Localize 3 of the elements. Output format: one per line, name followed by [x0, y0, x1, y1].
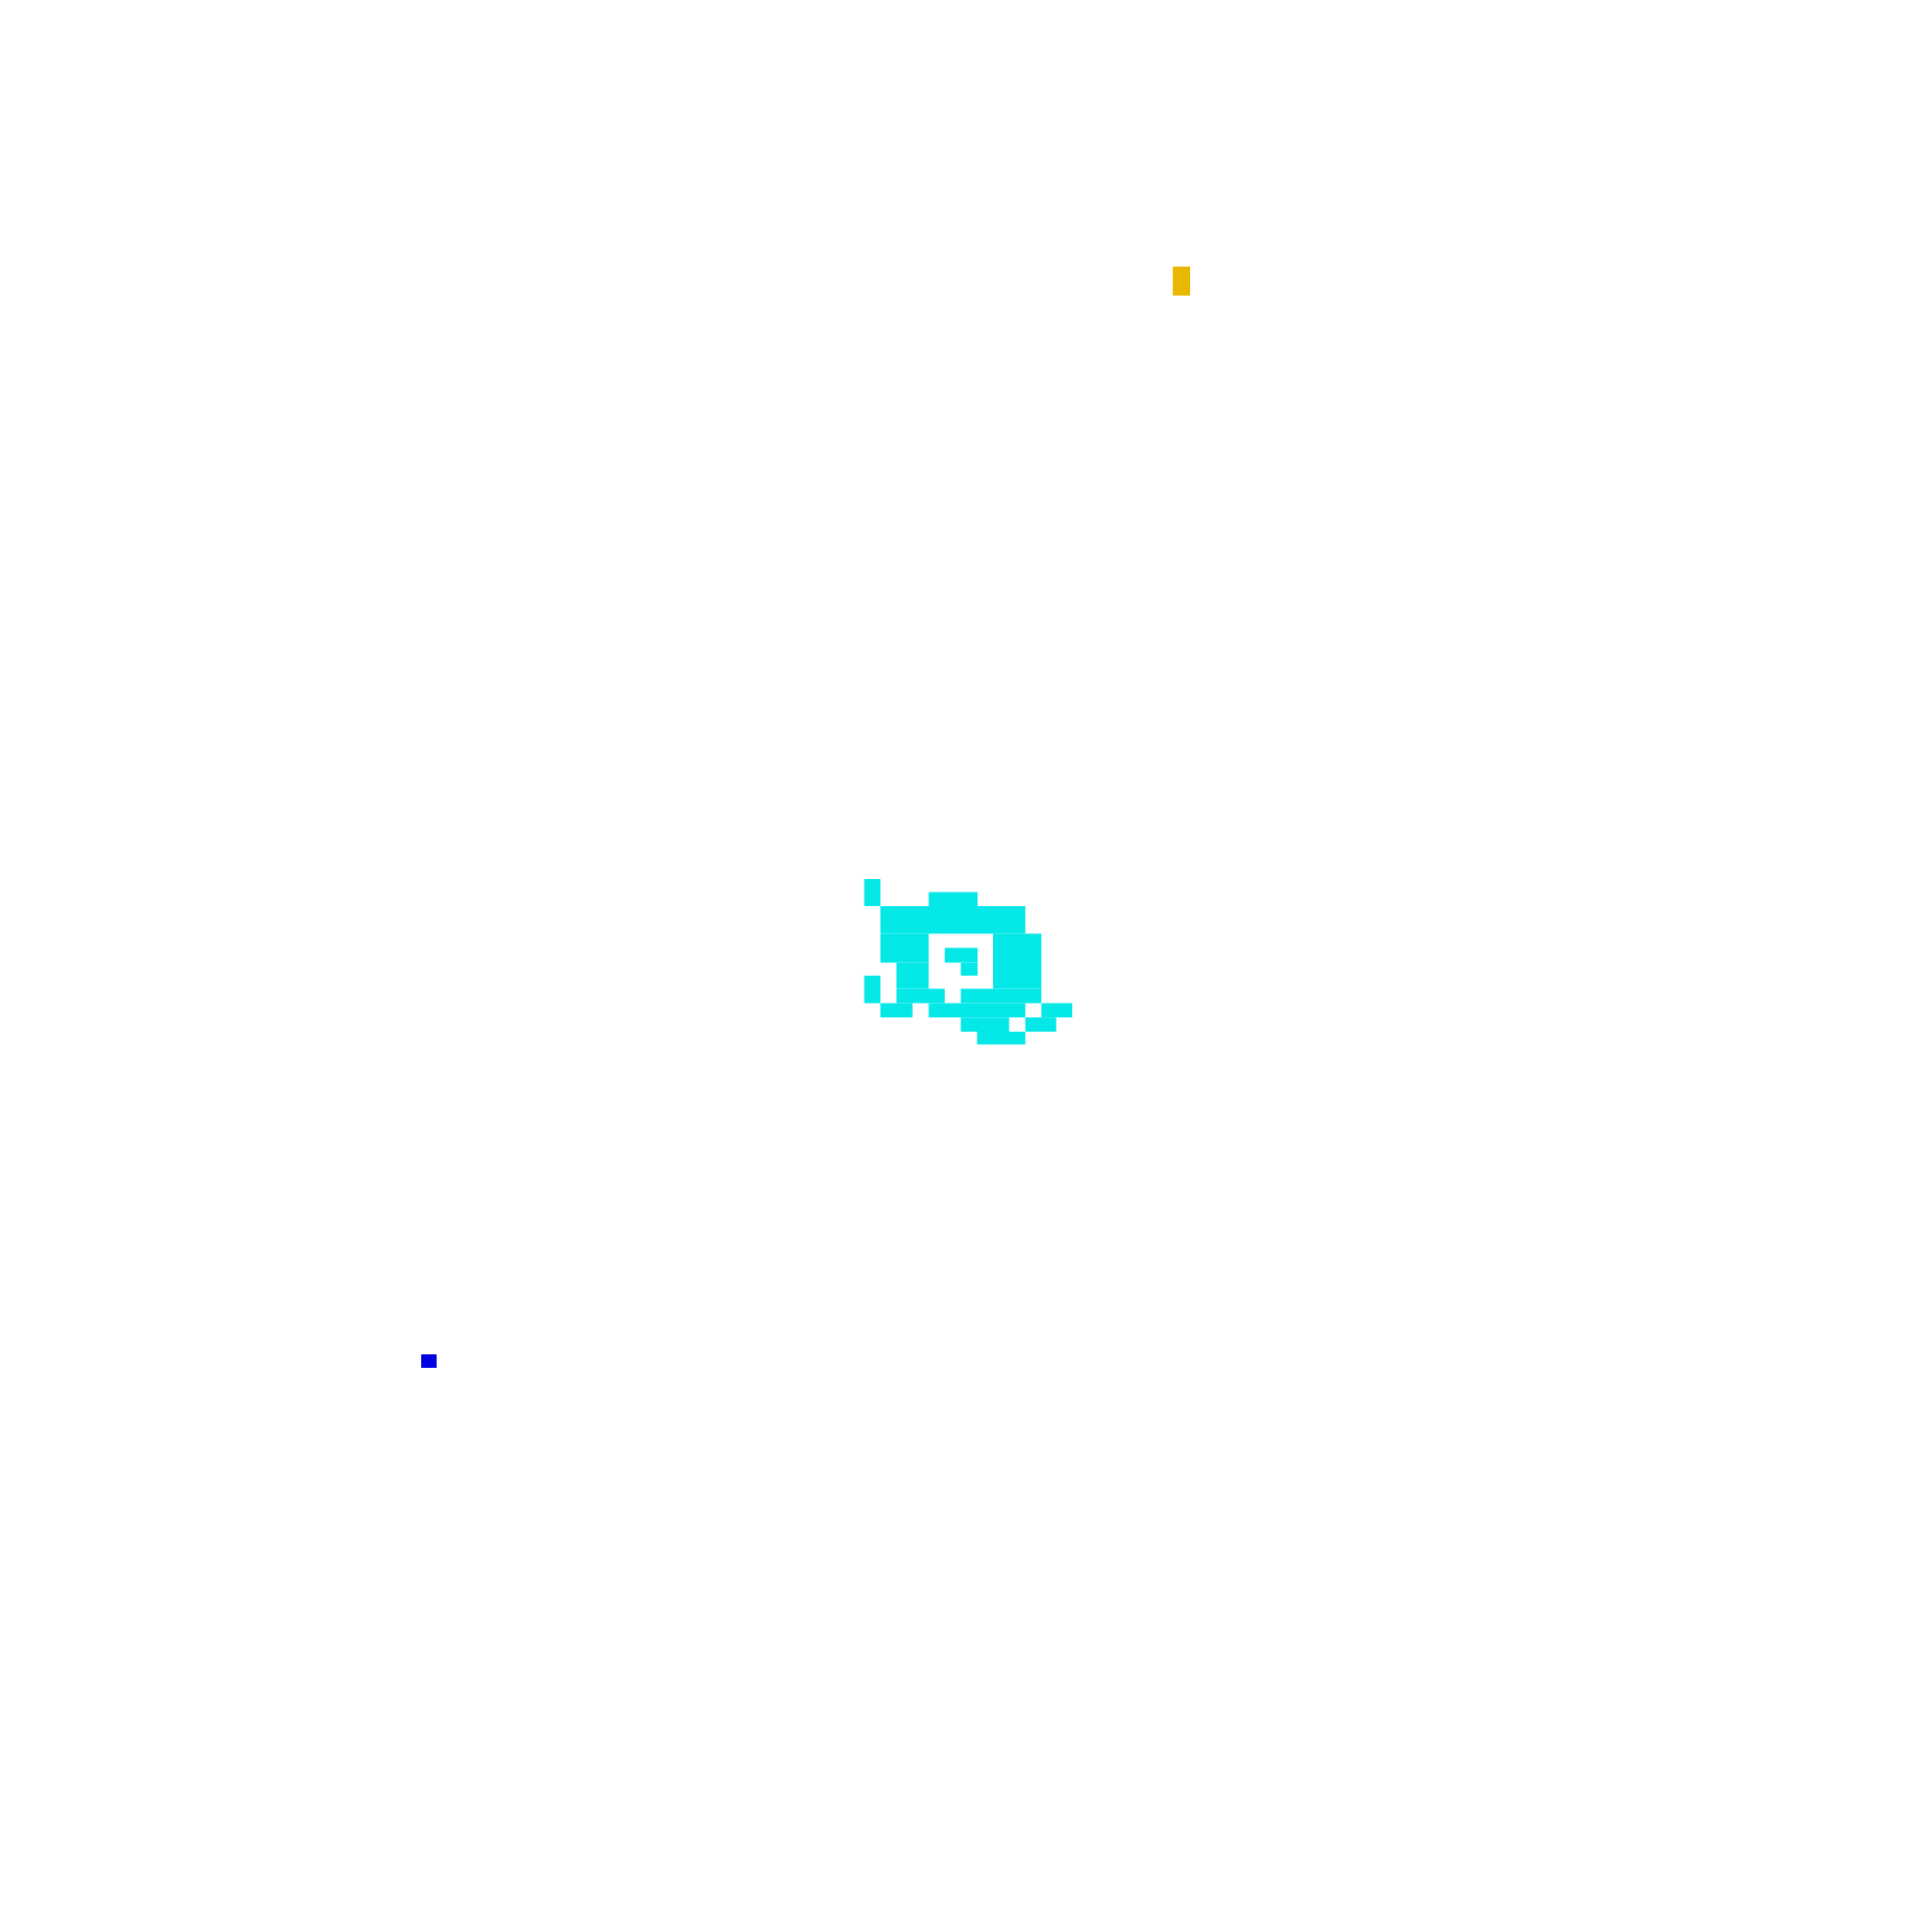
bar-mark [1173, 266, 1191, 296]
pixel-drawing [864, 878, 1073, 1045]
square-mark [421, 1354, 437, 1368]
